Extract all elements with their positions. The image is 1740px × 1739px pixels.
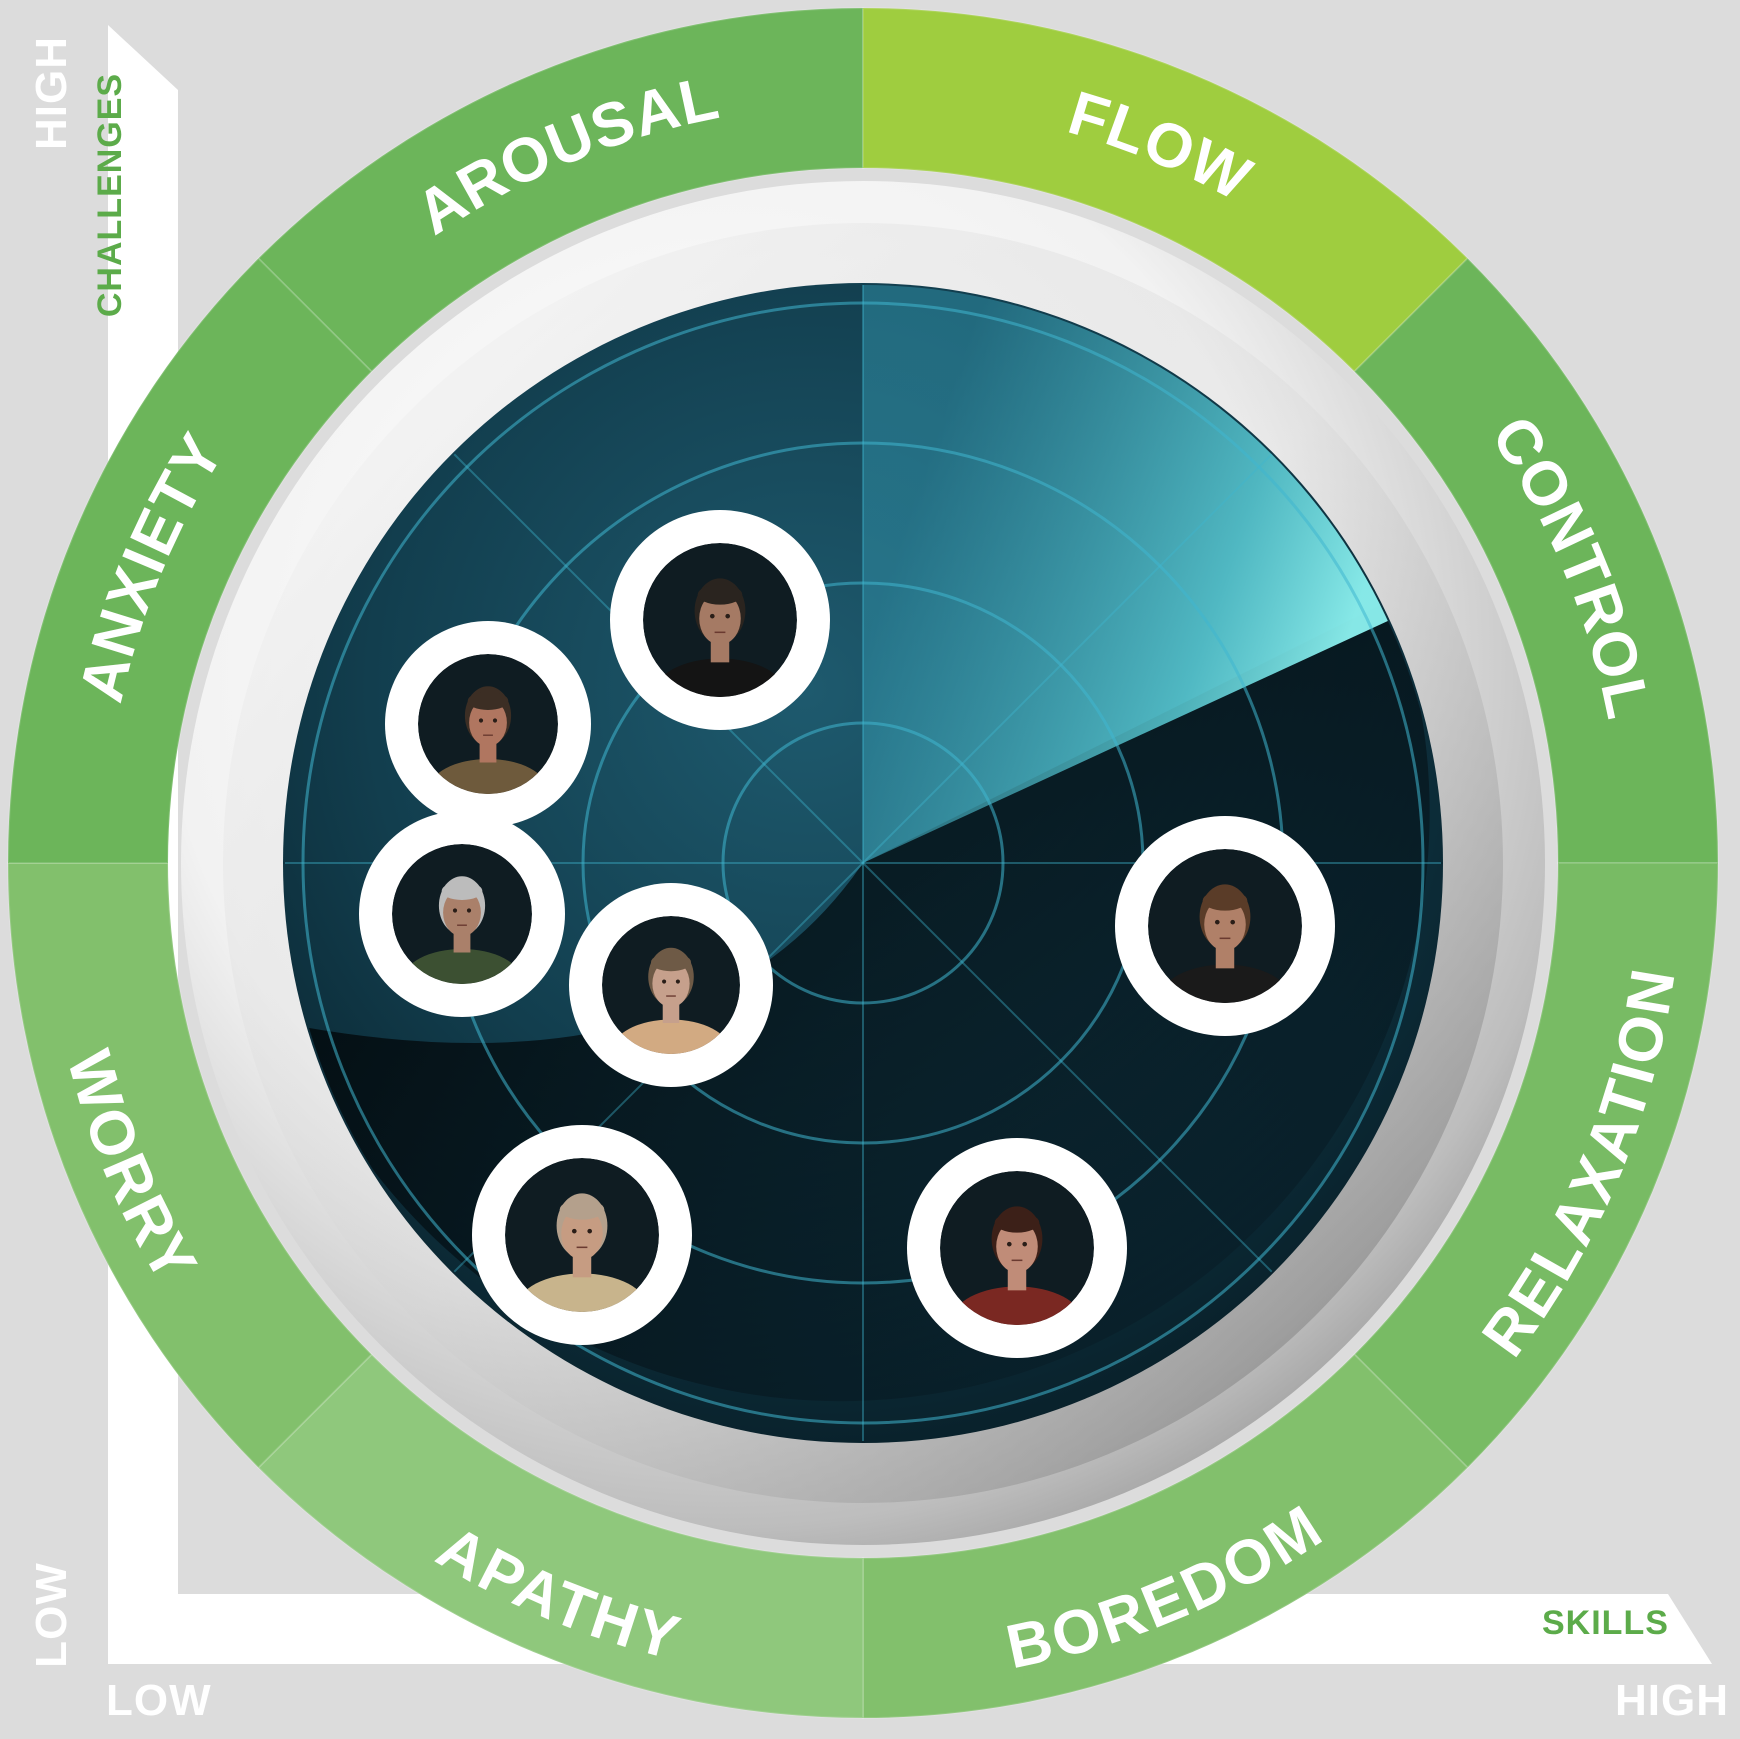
x-axis-low-label: LOW	[106, 1676, 212, 1725]
person-upper-left[interactable]	[385, 621, 591, 827]
person-bottom-right-woman[interactable]	[907, 1138, 1127, 1358]
portrait	[1148, 849, 1302, 1003]
portrait	[418, 654, 558, 794]
person-bottom-left-woman[interactable]	[472, 1125, 692, 1345]
portrait	[602, 916, 740, 1054]
y-axis-low-label: LOW	[27, 1562, 76, 1668]
challenges-axis-label: CHALLENGES	[90, 72, 129, 318]
segment-flow	[862, 6, 1469, 373]
segment-anxiety	[6, 257, 373, 864]
portrait	[505, 1158, 659, 1312]
radar-ring-1	[721, 721, 1005, 1005]
person-right[interactable]	[1115, 816, 1335, 1036]
segment-arousal	[257, 6, 864, 373]
segment-relaxation	[1353, 862, 1720, 1469]
person-left[interactable]	[359, 811, 565, 1017]
segment-boredom	[862, 1353, 1469, 1720]
segment-worry	[6, 862, 373, 1469]
radar-sweep	[863, 285, 1390, 863]
person-center-woman[interactable]	[569, 883, 773, 1087]
portrait	[643, 543, 797, 697]
portrait	[940, 1171, 1094, 1325]
portrait	[392, 844, 532, 984]
radar-spoke-2	[862, 438, 1288, 864]
skills-axis-label: SKILLS	[1542, 1604, 1669, 1642]
segment-control	[1353, 257, 1720, 864]
x-axis-high-label: HIGH	[1615, 1676, 1729, 1725]
radar-ring-4	[301, 301, 1425, 1425]
segment-apathy	[257, 1353, 864, 1720]
radar-spoke-4	[862, 862, 1288, 1288]
people-markers	[359, 510, 1335, 1358]
person-top[interactable]	[610, 510, 830, 730]
